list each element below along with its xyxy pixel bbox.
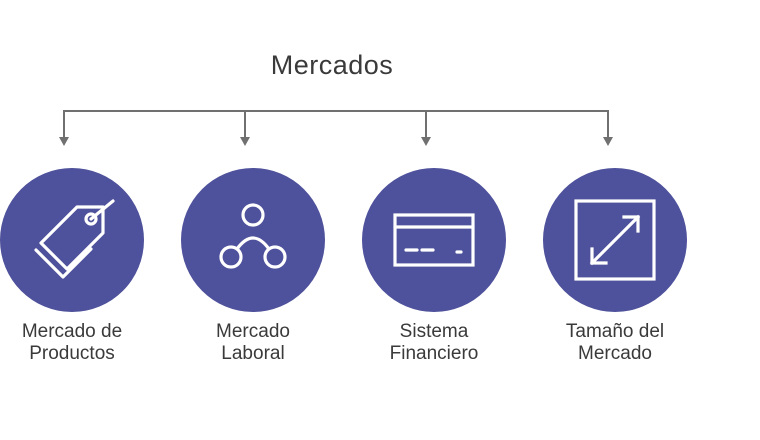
node-label: Mercado de Productos (21, 321, 123, 364)
node-label: Sistema Financiero (389, 321, 479, 364)
node-circle (362, 168, 506, 312)
people-network-icon (219, 203, 287, 269)
node-label: Tamaño del Mercado (565, 321, 665, 364)
node-circle (0, 168, 144, 312)
node-mercado-laboral: Mercado Laboral (158, 168, 348, 365)
node-tamano-mercado: Tamaño del Mercado (520, 168, 710, 365)
diagram-title: Mercados (270, 50, 394, 80)
connector-arrow-tamano (603, 111, 613, 146)
node-label: Mercado Laboral (216, 321, 290, 364)
node-circle (543, 168, 687, 312)
node-mercado-productos: Mercado de Productos (0, 168, 167, 365)
node-sistema-financiero: Sistema Financiero (339, 168, 529, 365)
connector-arrow-productos (59, 111, 69, 146)
connector-arrow-laboral (240, 111, 250, 146)
credit-card-icon (393, 213, 475, 267)
connector-arrow-financiero (421, 111, 431, 146)
price-tag-icon (34, 199, 115, 279)
node-circle (181, 168, 325, 312)
expand-arrows-icon (574, 199, 656, 281)
